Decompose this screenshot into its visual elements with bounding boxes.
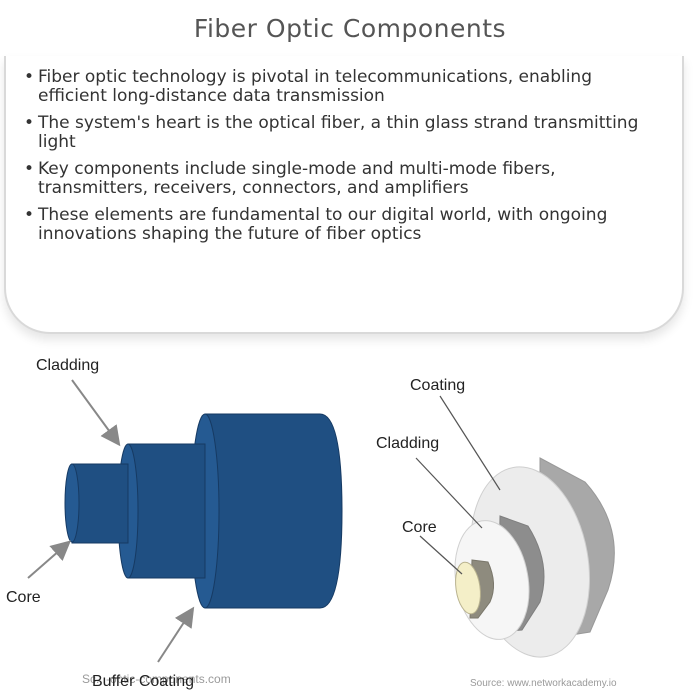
- label-cladding-right: Cladding: [376, 435, 439, 452]
- coating-leader: [439, 395, 501, 491]
- bullet-item: Key components include single-mode and m…: [22, 160, 662, 198]
- bullet-list: Fiber optic technology is pivotal in tel…: [22, 68, 662, 252]
- page-title: Fiber Optic Components: [193, 14, 507, 43]
- bullet-item: Fiber optic technology is pivotal in tel…: [22, 68, 662, 106]
- buffer-cylinder-body: [204, 413, 343, 609]
- core-face: [455, 561, 481, 615]
- label-buffer-coating: Buffer Coating: [92, 673, 194, 690]
- cladding-cylinder-body: [127, 443, 206, 579]
- core-cylinder-face: [64, 463, 80, 543]
- cladding-leader: [415, 457, 483, 529]
- core-cylinder-body: [71, 463, 129, 544]
- label-core-right: Core: [402, 519, 437, 536]
- buffer-arrow: [157, 606, 195, 663]
- bullet-item: The system's heart is the optical fiber,…: [22, 114, 662, 152]
- right-source: Source: www.networkacademy.io: [470, 678, 617, 689]
- bullet-item: These elements are fundamental to our di…: [22, 206, 662, 244]
- fiber-diagrams: Cladding Core Sc...-optic-components.com…: [6, 357, 617, 690]
- core-arrow: [27, 540, 72, 579]
- left-source: Sc...-optic-components.com: [82, 672, 231, 686]
- label-cladding: Cladding: [36, 357, 99, 374]
- label-coating: Coating: [410, 377, 465, 394]
- core-leader: [419, 535, 463, 575]
- label-core: Core: [6, 589, 41, 606]
- right-fiber-diagram: Coating Cladding Core Source: www.networ…: [376, 377, 617, 689]
- cladding-arrow: [71, 379, 121, 447]
- left-fiber-diagram: Cladding Core Sc...-optic-components.com…: [6, 357, 343, 690]
